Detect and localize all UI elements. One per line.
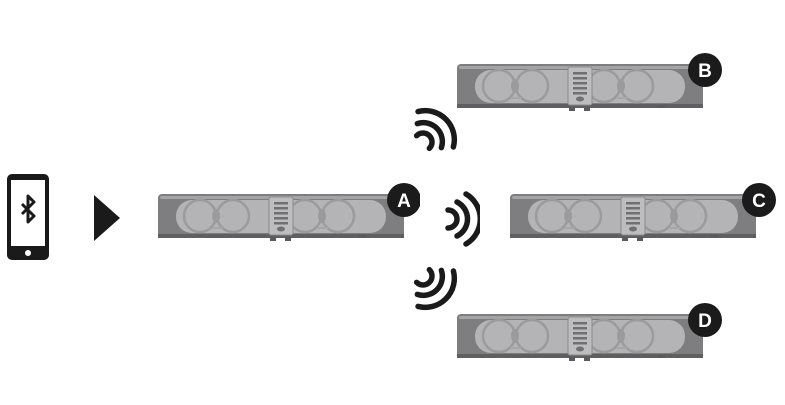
play-arrow-icon [92,193,122,243]
wireless-signal-icon [405,258,465,318]
speaker-b: B [455,52,723,122]
speaker-badge: A [387,183,421,217]
speaker-label-a: A [397,191,411,212]
speaker-d: D [455,302,723,372]
speaker-c: C [508,176,776,246]
speaker-label-c: C [752,191,766,212]
speaker-badge: C [742,183,776,217]
speaker-badge: B [688,53,722,87]
speaker-label-d: D [698,311,712,332]
speaker-badge: D [688,303,722,337]
wireless-signal-icon [430,185,480,255]
speaker-label-b: B [698,61,712,82]
speaker-a: A [156,176,421,246]
bluetooth-phone-icon [5,172,51,262]
wireless-signal-icon [405,100,465,160]
